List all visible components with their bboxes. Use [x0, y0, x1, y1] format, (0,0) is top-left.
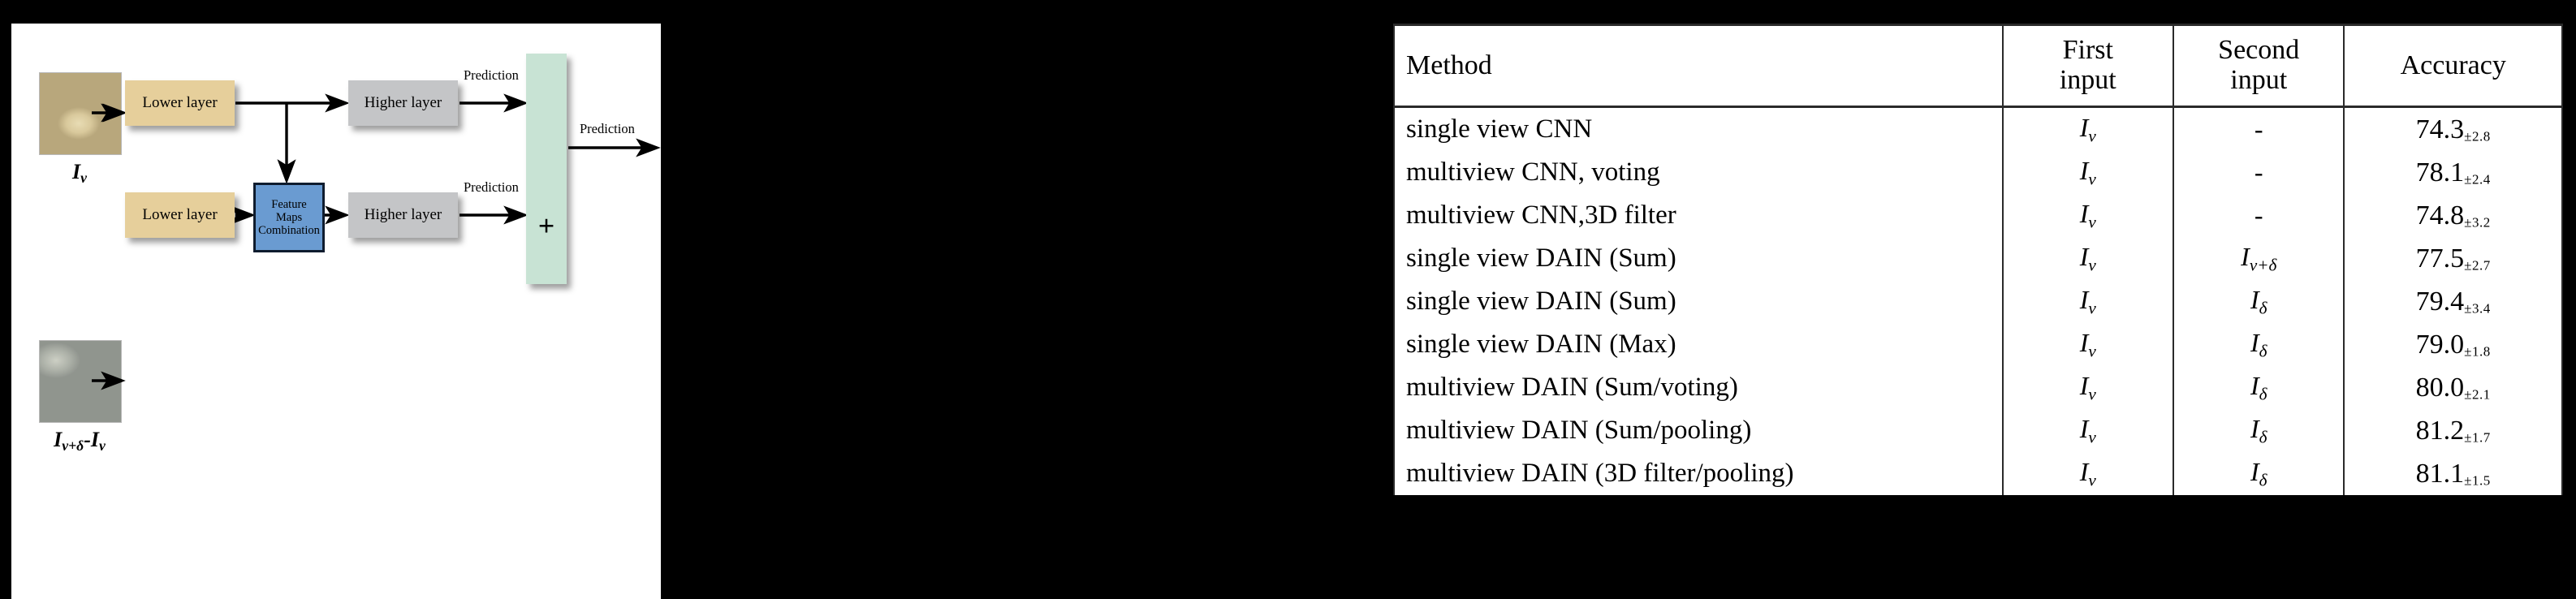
cell-method: multiview DAIN (3D filter/pooling) [1393, 452, 2004, 495]
cell-method: single view DAIN (Max) [1393, 323, 2004, 366]
cell-accuracy: 78.1±2.4 [2343, 151, 2563, 194]
cell-method: multiview CNN,3D filter [1393, 194, 2004, 237]
cell-first-input: Iv [2001, 452, 2175, 495]
column-header-accuracy: Accuracy [2343, 24, 2563, 108]
cell-second-input: - [2172, 151, 2345, 194]
cell-second-input: Iv+δ [2172, 237, 2345, 280]
cell-first-input: Iv [2001, 280, 2175, 323]
column-header-second-input: Second input [2172, 24, 2345, 108]
label-idiff-base-2: -I [84, 428, 100, 451]
cell-method: multiview DAIN (Sum/voting) [1393, 366, 2004, 409]
table-header: Method First input Second input Accuracy [1393, 24, 2563, 108]
cell-method: multiview DAIN (Sum/pooling) [1393, 409, 2004, 452]
cell-first-input: Iv [2001, 106, 2175, 151]
fmc-line-2: Maps [275, 210, 303, 224]
node-higher-layer-bottom: Higher layer [348, 192, 458, 238]
column-header-method: Method [1393, 24, 2004, 108]
cell-method: single view CNN [1393, 106, 2004, 151]
cell-second-input: Iδ [2172, 452, 2345, 495]
cell-accuracy: 79.4±3.4 [2343, 280, 2563, 323]
cell-second-input: Iδ [2172, 323, 2345, 366]
node-lower-layer-top: Lower layer [125, 80, 235, 126]
cell-accuracy: 77.5±2.7 [2343, 237, 2563, 280]
second-input-line-2: input [2230, 65, 2288, 95]
input-image-bottom-label: Iv+δ-Iv [15, 428, 145, 455]
label-idiff-sub-1: v+δ [62, 437, 84, 454]
label-iv-sub: v [80, 169, 87, 186]
fmc-line-3: Combination [258, 224, 320, 238]
table-header-row: Method First input Second input Accuracy [1393, 24, 2563, 108]
fmc-line-1: Feature [271, 197, 307, 211]
cell-first-input: Iv [2001, 409, 2175, 452]
column-header-first-input: First input [2001, 24, 2175, 108]
label-idiff-sub-2: v [99, 437, 106, 454]
cell-method: single view DAIN (Sum) [1393, 280, 2004, 323]
cell-first-input: Iv [2001, 323, 2175, 366]
second-input-line-1: Second [2218, 35, 2300, 66]
figure-panel: Iv Iv+δ-Iv Lower layer Lower layer Highe… [11, 24, 661, 599]
node-sum-block: + [526, 54, 567, 284]
node-lower-layer-bottom: Lower layer [125, 192, 235, 238]
cell-first-input: Iv [2001, 194, 2175, 237]
cell-method: single view DAIN (Sum) [1393, 237, 2004, 280]
first-input-line-2: input [2059, 65, 2116, 95]
results-table-panel: Method First input Second input Accuracy… [1393, 24, 2563, 495]
edge-label-prediction-final: Prediction [580, 121, 635, 136]
cell-method: multiview CNN, voting [1393, 151, 2004, 194]
diagram-connectors [92, 93, 661, 390]
input-image-top-label: Iv [39, 160, 120, 187]
label-iv-base: I [72, 160, 81, 183]
cell-accuracy: 81.1±1.5 [2343, 452, 2563, 495]
cell-second-input: Iδ [2172, 409, 2345, 452]
edge-label-prediction-bottom: Prediction [464, 179, 519, 195]
node-higher-layer-top: Higher layer [348, 80, 458, 126]
node-feature-maps-combination: Feature Maps Combination [253, 183, 325, 252]
cell-accuracy: 81.2±1.7 [2343, 409, 2563, 452]
cell-first-input: Iv [2001, 366, 2175, 409]
cell-accuracy: 74.8±3.2 [2343, 194, 2563, 237]
cell-second-input: Iδ [2172, 280, 2345, 323]
edge-label-prediction-top: Prediction [464, 67, 519, 83]
cell-accuracy: 74.3±2.8 [2343, 106, 2563, 151]
cell-accuracy: 80.0±2.1 [2343, 366, 2563, 409]
results-table: Method First input Second input Accuracy… [1393, 24, 2563, 495]
cell-first-input: Iv [2001, 151, 2175, 194]
cell-first-input: Iv [2001, 237, 2175, 280]
cell-second-input: - [2172, 106, 2345, 151]
cell-accuracy: 79.0±1.8 [2343, 323, 2563, 366]
cell-second-input: Iδ [2172, 366, 2345, 409]
first-input-line-1: First [2062, 35, 2113, 66]
cell-second-input: - [2172, 194, 2345, 237]
label-idiff-base-1: I [54, 428, 63, 451]
